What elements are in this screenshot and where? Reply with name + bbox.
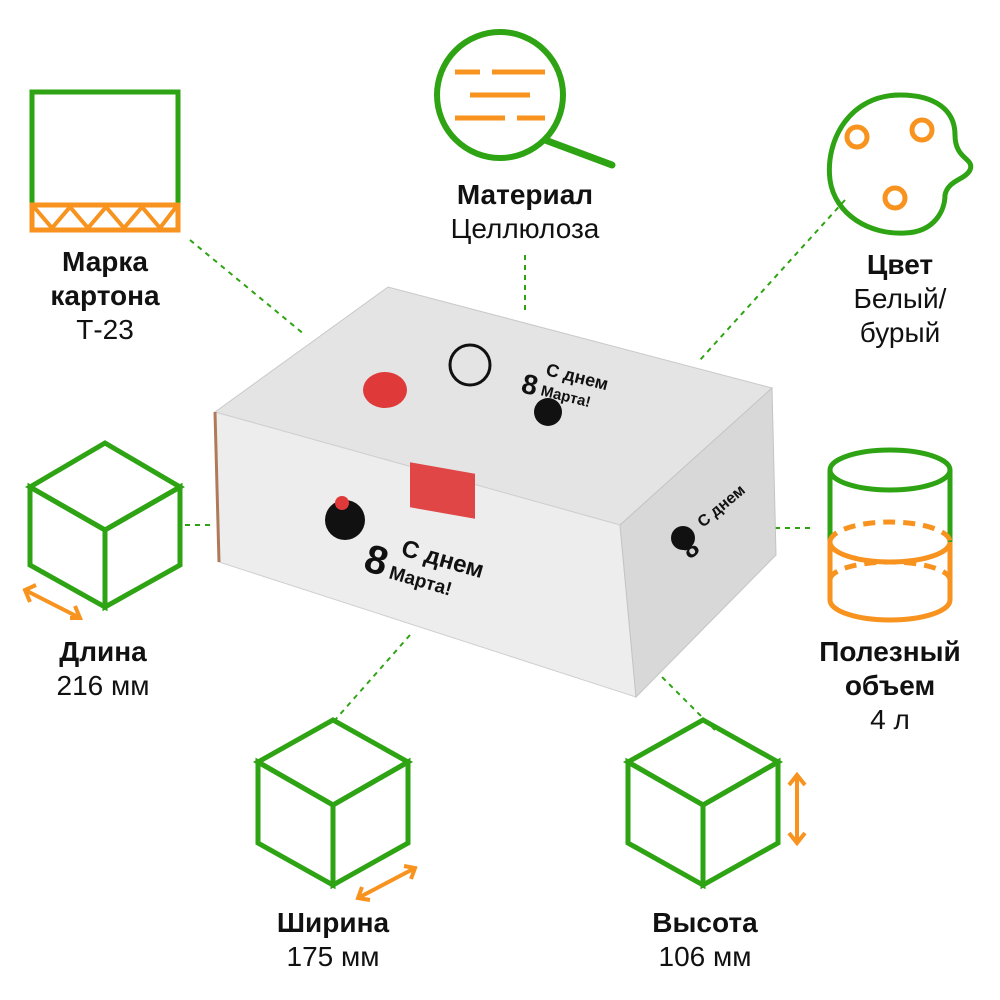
height-label: Высота 106 мм [652, 906, 757, 974]
length-label: Длина 216 мм [57, 635, 150, 703]
cube-length-icon [22, 440, 185, 620]
corrugated-cardboard-icon [29, 89, 181, 233]
color-label: Цвет Белый/ бурый [854, 248, 947, 350]
width-title: Ширина [276, 907, 390, 938]
height-value: 106 мм [658, 941, 752, 972]
cylinder-icon [827, 447, 953, 623]
cardboard-grade-label: Марка картона Т-23 [50, 245, 159, 347]
material-label: Материал Целлюлоза [451, 178, 600, 246]
length-value: 216 мм [56, 670, 150, 701]
width-value: 175 мм [286, 941, 380, 972]
color-value-2: бурый [859, 317, 941, 348]
magnifier-icon [434, 29, 616, 169]
palette-icon [826, 92, 974, 236]
box-print-number: 8 [519, 368, 542, 402]
cube-height-icon [622, 717, 807, 890]
volume-label: Полезный объем 4 л [819, 635, 960, 737]
color-value-1: Белый/ [853, 283, 947, 314]
volume-title-2: объем [844, 670, 936, 701]
height-title: Высота [652, 907, 758, 938]
color-title: Цвет [866, 249, 934, 280]
material-title: Материал [456, 179, 594, 210]
product-box-image: 8 С днем Марта! 8 С днем Марта! 8 С днем [213, 286, 777, 699]
width-label: Ширина 175 мм [277, 906, 389, 974]
cardboard-title-2: картона [50, 280, 160, 311]
cube-width-icon [252, 717, 418, 902]
volume-value: 4 л [870, 704, 910, 735]
volume-title-1: Полезный [819, 636, 961, 667]
cardboard-title-1: Марка [62, 246, 148, 277]
material-value: Целлюлоза [450, 213, 600, 244]
length-title: Длина [59, 636, 147, 667]
cardboard-value: Т-23 [76, 314, 134, 345]
